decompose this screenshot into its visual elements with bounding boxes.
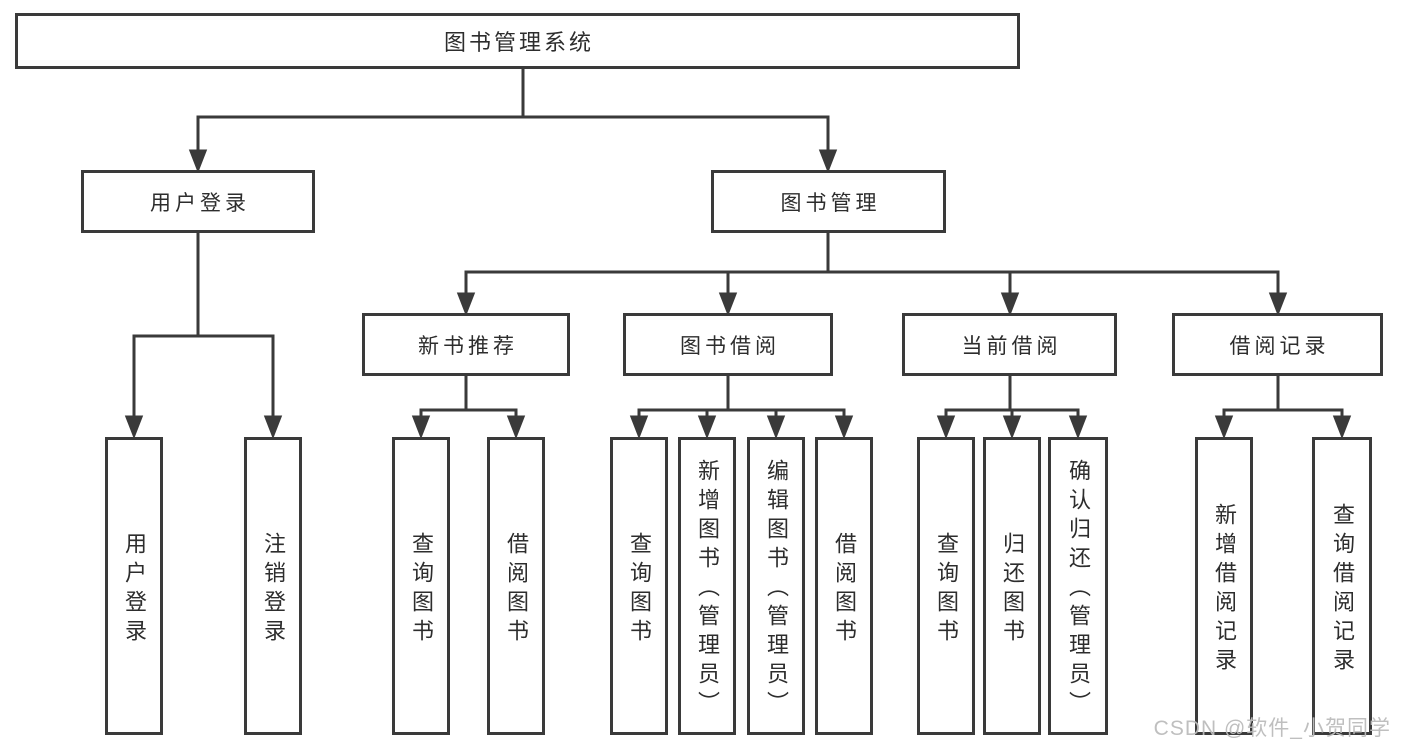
- leaf-user-login: 用户登录: [105, 437, 163, 735]
- edge-user-login-to-children: [124, 231, 283, 440]
- leaf-query-books-current: 查询图书: [917, 437, 975, 735]
- node-new-book-recommend-label: 新书推荐: [418, 334, 518, 358]
- node-book-management-label: 图书管理: [780, 191, 881, 215]
- leaf-edit-book-admin: 编辑图书（管理员）: [747, 437, 805, 735]
- leaf-query-books-borrowing: 查询图书: [610, 437, 668, 735]
- node-borrowing-records-label: 借阅记录: [1229, 334, 1330, 358]
- leaf-confirm-return-admin-label: 确认归还（管理员）: [1066, 459, 1091, 720]
- csdn-watermark: CSDN @软件_小贺同学: [1153, 717, 1391, 740]
- leaf-query-books-current-label: 查询图书: [934, 531, 959, 648]
- leaf-borrow-books-recommend: 借阅图书: [487, 437, 545, 735]
- leaf-add-borrow-record: 新增借阅记录: [1195, 437, 1253, 735]
- leaf-confirm-return-admin: 确认归还（管理员）: [1048, 437, 1108, 735]
- node-user-login: 用户登录: [81, 170, 315, 233]
- edge-root-to-level2: [188, 67, 838, 174]
- leaf-borrow-books-borrowing-label: 借阅图书: [832, 531, 857, 648]
- edge-borrowing-records-to-children: [1214, 374, 1352, 440]
- node-book-borrowing-label: 图书借阅: [680, 334, 780, 358]
- leaf-query-borrow-record-label: 查询借阅记录: [1330, 502, 1355, 677]
- leaf-user-login-label: 用户登录: [122, 531, 147, 648]
- node-user-login-label: 用户登录: [150, 191, 250, 215]
- leaf-return-books-label: 归还图书: [1000, 531, 1025, 648]
- leaf-return-books: 归还图书: [983, 437, 1041, 735]
- node-root-system-label: 图书管理系统: [443, 30, 594, 55]
- edge-book-borrowing-to-children: [629, 374, 854, 440]
- leaf-query-books-borrowing-label: 查询图书: [627, 531, 652, 648]
- leaf-borrow-books-borrowing: 借阅图书: [815, 437, 873, 735]
- node-book-management: 图书管理: [711, 170, 946, 233]
- leaf-query-borrow-record: 查询借阅记录: [1312, 437, 1372, 735]
- leaf-borrow-books-recommend-label: 借阅图书: [504, 531, 529, 648]
- node-current-borrowing: 当前借阅: [902, 313, 1117, 376]
- leaf-add-book-admin-label: 新增图书（管理员）: [695, 459, 720, 720]
- leaf-query-books-recommend-label: 查询图书: [409, 531, 434, 648]
- leaf-add-borrow-record-label: 新增借阅记录: [1212, 502, 1237, 677]
- edge-new-book-recommend-to-children: [411, 374, 526, 440]
- node-borrowing-records: 借阅记录: [1172, 313, 1383, 376]
- leaf-logout: 注销登录: [244, 437, 302, 735]
- edge-book-management-to-level3: [456, 231, 1288, 317]
- node-new-book-recommend: 新书推荐: [362, 313, 570, 376]
- leaf-add-book-admin: 新增图书（管理员）: [678, 437, 736, 735]
- node-book-borrowing: 图书借阅: [623, 313, 833, 376]
- leaf-query-books-recommend: 查询图书: [392, 437, 450, 735]
- edge-current-borrowing-to-children: [936, 374, 1088, 440]
- node-current-borrowing-label: 当前借阅: [961, 334, 1062, 358]
- leaf-edit-book-admin-label: 编辑图书（管理员）: [764, 459, 789, 720]
- leaf-logout-label: 注销登录: [261, 531, 286, 648]
- node-root-system: 图书管理系统: [15, 13, 1020, 69]
